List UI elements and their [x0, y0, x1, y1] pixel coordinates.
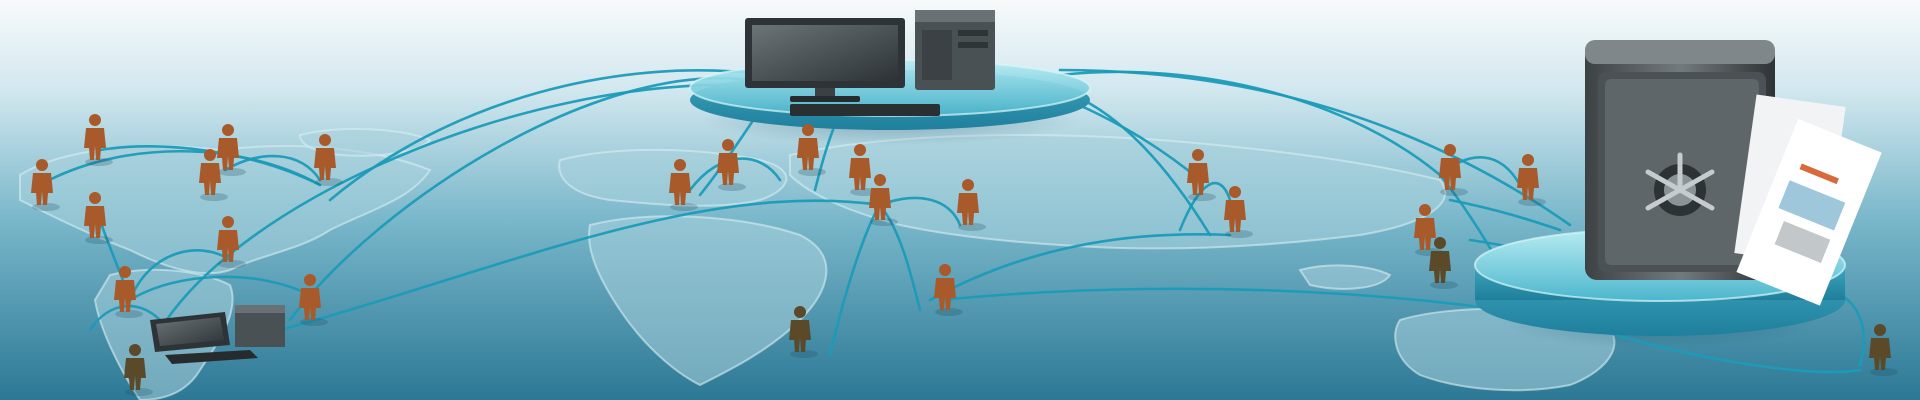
network-link [1598, 328, 1862, 374]
network-link [1058, 68, 1572, 227]
person-icon [717, 139, 746, 191]
remote-workstation-icon [150, 305, 285, 364]
person-icon [124, 344, 153, 396]
person-icon [789, 306, 818, 358]
network-link [328, 69, 772, 202]
network-link [1178, 181, 1232, 232]
person-icon [1517, 154, 1546, 206]
network-link [158, 83, 742, 332]
person-icon [1439, 144, 1468, 196]
network-link [88, 304, 162, 332]
world-map [19, 127, 1616, 400]
person-icon [217, 216, 246, 268]
person-icon [84, 192, 113, 244]
people-group [31, 114, 1898, 396]
network-link [688, 157, 782, 192]
network-link [928, 232, 1232, 302]
landmass-islands [1298, 264, 1392, 290]
person-icon [31, 159, 60, 211]
person-icon [1187, 149, 1216, 201]
network-link [878, 203, 922, 312]
network-link [288, 76, 752, 322]
person-icon [199, 149, 228, 201]
person-icon [934, 264, 963, 316]
person-icon [669, 159, 698, 211]
person-icon [1414, 204, 1443, 256]
person-icon [797, 124, 826, 176]
person-icon [84, 114, 113, 166]
person-icon [314, 134, 343, 186]
person-icon [299, 274, 328, 326]
desktop-workstation-icon [745, 10, 995, 116]
network-link [128, 275, 312, 302]
person-icon [957, 179, 986, 231]
document-stack [1734, 94, 1882, 306]
network-link [878, 196, 962, 227]
landmass-africa [588, 215, 828, 387]
network-link [278, 199, 882, 332]
person-icon [1429, 237, 1458, 289]
landmass-asia [789, 134, 1447, 250]
person-icon [1869, 324, 1898, 376]
person-icon [217, 124, 246, 176]
network-link [128, 249, 232, 302]
person-icon [114, 266, 143, 318]
network-link [223, 154, 322, 182]
network-link [1448, 198, 1562, 232]
person-icon [1224, 186, 1253, 238]
safe-vault-icon [1585, 40, 1882, 306]
person-icon [869, 174, 898, 226]
